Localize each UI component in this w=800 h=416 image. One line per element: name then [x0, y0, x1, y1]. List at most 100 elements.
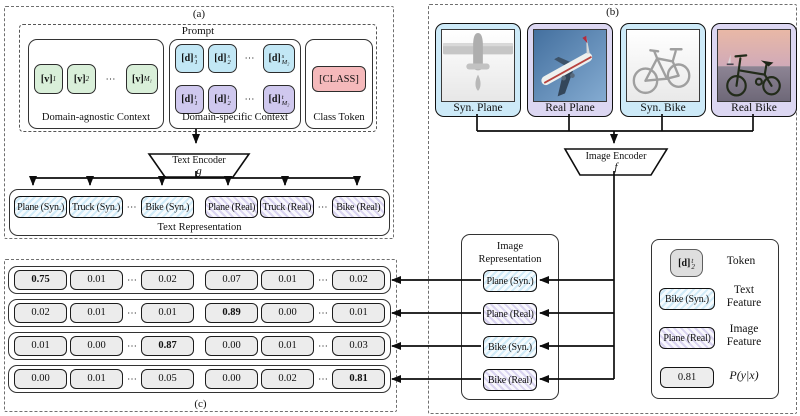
matrix-row-3: 0.01 0.00 ⋯ 0.87 0.00 0.01 ⋯ 0.03 [8, 332, 391, 360]
class-token-label: Class Token [313, 112, 365, 123]
prompt-box: Prompt [v]1 [v]2 ⋯ [v]M₁ Domain-agnostic… [19, 24, 377, 132]
ellipsis: ⋯ [127, 307, 137, 319]
card-label-real-bike: Real Bike [731, 102, 777, 114]
text-feature-plane-syn: Plane (Syn.) [14, 196, 68, 218]
text-encoder-shape [147, 153, 251, 178]
real-plane-image [533, 29, 607, 102]
panel-a: (a) Prompt [v]1 [v]2 ⋯ [v]M₁ Domain-agno… [4, 6, 394, 239]
legend-probability-label: P(y|x) [729, 368, 759, 382]
matrix-cell: 0.00 [70, 336, 123, 356]
image-representation-box: Image Representation Plane (Syn.) Plane … [461, 234, 559, 400]
matrix-cell: 0.89 [205, 303, 258, 323]
image-feature-plane-real: Plane (Real) [483, 303, 537, 325]
domain-specific-label: Domain-specific Context [182, 112, 288, 123]
panel-a-label: (a) [192, 8, 206, 20]
image-encoder-symbol: f [614, 161, 618, 173]
ellipsis: ⋯ [318, 340, 328, 352]
matrix-cell: 0.01 [261, 336, 314, 356]
text-feature-plane-real: Plane (Real) [204, 196, 259, 218]
text-feature-bike-syn: Bike (Syn.) [140, 196, 194, 218]
ellipsis: ⋯ [318, 274, 328, 286]
matrix-row-4: 0.00 0.01 ⋯ 0.05 0.00 0.02 ⋯ 0.81 [8, 365, 391, 393]
ellipsis: ⋯ [127, 340, 137, 352]
matrix-cell: 0.02 [261, 369, 314, 389]
matrix-row-1: 0.75 0.01 ⋯ 0.02 0.07 0.01 ⋯ 0.02 [8, 266, 391, 294]
ellipsis: ⋯ [244, 94, 256, 105]
image-feature-bike-syn: Bike (Syn.) [483, 336, 537, 358]
matrix-cell: 0.01 [70, 270, 123, 290]
text-feature-truck-syn: Truck (Syn.) [69, 196, 123, 218]
text-feature-bike-real: Bike (Real) [331, 196, 385, 218]
image-card-syn-plane: Syn. Plane [435, 23, 521, 117]
matrix-cell: 0.01 [261, 270, 314, 290]
ellipsis: ⋯ [317, 201, 328, 213]
image-encoder: Image Encoder f [560, 151, 672, 173]
legend-text-feature-swatch: Bike (Syn.) [659, 288, 715, 310]
ellipsis: ⋯ [105, 73, 117, 85]
matrix-cell: 0.01 [70, 303, 123, 323]
prompt-title: Prompt [181, 25, 215, 37]
matrix-cell: 0.07 [205, 270, 258, 290]
context-token-v2: [v]2 [67, 64, 96, 94]
ellipsis: ⋯ [127, 274, 137, 286]
text-representation-label: Text Representation [157, 222, 242, 233]
card-label-syn-bike: Syn. Bike [640, 102, 686, 114]
matrix-cell: 0.00 [205, 336, 258, 356]
matrix-cell: 0.00 [14, 369, 67, 389]
panel-c: 0.75 0.01 ⋯ 0.02 0.07 0.01 ⋯ 0.02 0.02 0… [4, 259, 397, 412]
matrix-cell: 0.02 [141, 270, 194, 290]
matrix-cell: 0.01 [70, 369, 123, 389]
ellipsis: ⋯ [127, 373, 137, 385]
syn-plane-image [441, 29, 515, 102]
ellipsis: ⋯ [126, 201, 137, 213]
image-card-real-plane: Real Plane [527, 23, 613, 117]
domain-agnostic-label: Domain-agnostic Context [41, 112, 151, 123]
image-feature-plane-syn: Plane (Syn.) [483, 270, 537, 292]
image-representation-label: Image Representation [478, 241, 542, 265]
text-representation-box: Plane (Syn.) Truck (Syn.) ⋯ Bike (Syn.) … [9, 189, 390, 236]
matrix-cell: 0.02 [332, 270, 385, 290]
ellipsis: ⋯ [244, 53, 256, 64]
matrix-cell: 0.01 [14, 336, 67, 356]
ellipsis: ⋯ [318, 373, 328, 385]
matrix-cell: 0.00 [205, 369, 258, 389]
text-encoder-symbol: g [196, 165, 202, 177]
text-representation-row: Plane (Syn.) Truck (Syn.) ⋯ Bike (Syn.) … [14, 196, 385, 218]
syn-bike-image [626, 29, 700, 102]
legend-image-feature-swatch: Plane (Real) [659, 327, 715, 349]
matrix-cell: 0.01 [332, 303, 385, 323]
image-encoder-label: Image Encoder [585, 151, 647, 162]
domain-agnostic-tokens: [v]1 [v]2 ⋯ [v]M₁ [34, 64, 158, 94]
text-encoder-label: Text Encoder [172, 155, 226, 166]
image-card-syn-bike: Syn. Bike [620, 23, 706, 117]
panel-b: (b) Syn. Plane [428, 4, 797, 414]
context-token-v1: [v]1 [34, 64, 63, 94]
legend-image-feature-label: Image Feature [726, 323, 762, 348]
matrix-cell: 0.03 [332, 336, 385, 356]
image-encoder-shape [563, 148, 669, 176]
card-label-real-plane: Real Plane [545, 102, 595, 114]
real-bike-image [717, 29, 791, 102]
matrix-cell: 0.05 [141, 369, 194, 389]
image-feature-bike-real: Bike (Real) [483, 369, 537, 391]
matrix-cell: 0.01 [141, 303, 194, 323]
class-token-box: [CLASS] Class Token [305, 39, 373, 129]
matrix-cell: 0.81 [332, 369, 385, 389]
matrix-cell: 0.75 [14, 270, 67, 290]
legend-probability-swatch: 0.81 [660, 367, 714, 388]
matrix-cell: 0.87 [141, 336, 194, 356]
ellipsis: ⋯ [318, 307, 328, 319]
matrix-cell: 0.02 [14, 303, 67, 323]
